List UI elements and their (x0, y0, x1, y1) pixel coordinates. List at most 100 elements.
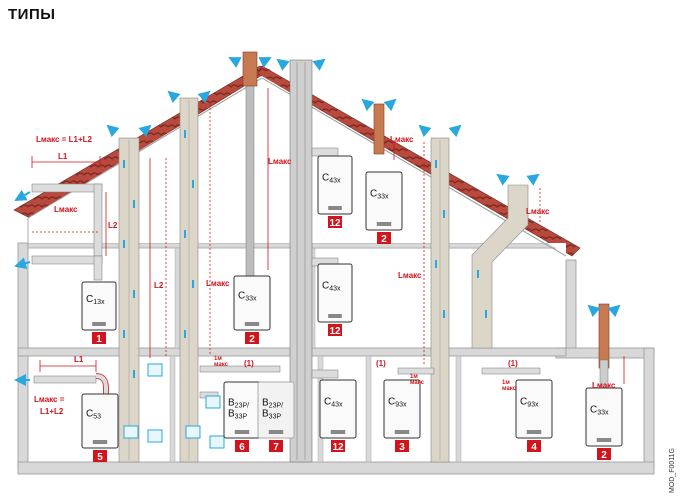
boiler-control-panel (92, 440, 108, 444)
label-one-a: (1) (244, 359, 254, 368)
boiler-b33x_ext: C33x 2 (585, 387, 623, 461)
boiler-b53: C53 5 (81, 393, 119, 463)
boiler-b33x_top: C33x 2 (365, 171, 403, 245)
boiler-type-label: C33x (370, 188, 389, 200)
label-max-b: макс (410, 380, 425, 386)
label-lmax-eq: Lмакс = (34, 395, 65, 404)
label-one-c: (1) (508, 359, 518, 368)
boiler-control-panel (268, 430, 284, 434)
label-lmax-33x: Lмакс (390, 135, 414, 144)
boiler-control-panel (394, 430, 410, 434)
boiler-number: 4 (531, 442, 537, 453)
boiler-number-badge (597, 448, 611, 460)
boiler-control-panel (234, 430, 250, 434)
boiler-number: 2 (381, 234, 387, 245)
boiler-body (365, 171, 403, 231)
boiler-number: 3 (399, 442, 405, 453)
boiler-body (515, 379, 553, 439)
label-l1-top: L1 (58, 152, 68, 161)
boiler-body (319, 379, 357, 439)
boilers: C13x1C33x2C43x12C33x2C43x12C535B23P/B33P… (81, 155, 623, 463)
boiler-control-panel (596, 438, 612, 442)
label-lmax-center: Lмакс (268, 157, 292, 166)
boiler-control-panel (328, 314, 342, 318)
boiler-body (317, 263, 353, 323)
boiler-b23p_ghost: B23P/B33P 7 (257, 381, 295, 453)
boiler-number-badge (93, 450, 107, 462)
page-title: ТИПЫ (8, 6, 56, 23)
boiler-type-label: C33x (238, 291, 257, 303)
label-1m-a: 1м (214, 356, 222, 362)
boiler-number-badge (328, 216, 342, 228)
boiler-body (317, 155, 353, 215)
label-max-a: макс (214, 362, 229, 368)
boiler-number-badge (269, 440, 283, 452)
label-l1l2: L1+L2 (40, 407, 64, 416)
boiler-b43x_top: C43x 12 (317, 155, 353, 229)
boiler-control-panel (244, 322, 260, 326)
boiler-number-badge (331, 440, 345, 452)
boiler-number-badge (92, 332, 106, 344)
boiler-number: 12 (329, 218, 341, 229)
boiler-type-label: C33x (590, 404, 609, 416)
boiler-control-panel (328, 206, 342, 210)
label-1m-c: 1м (502, 380, 510, 386)
airflow-arrows (14, 57, 621, 386)
boiler-number-badge (395, 440, 409, 452)
boiler-type-label: C53 (86, 409, 101, 421)
boiler-type-label: C13x (86, 294, 105, 306)
label-lmax-b: Lмакс (206, 279, 230, 288)
label-one-b: (1) (376, 359, 386, 368)
boiler-control-panel (526, 430, 542, 434)
boiler-type-label: C93x (388, 396, 407, 408)
boiler-number-badge (527, 440, 541, 452)
boiler-type-label: B23P/ (228, 398, 249, 410)
boiler-type-label: C43x (324, 396, 343, 408)
boiler-number: 2 (601, 450, 607, 461)
boiler-number-badge (245, 332, 259, 344)
boiler-type-label: B23P/ (262, 398, 283, 410)
label-max-c: макс (502, 386, 517, 392)
boiler-b93x_a: C93x 3 (383, 379, 421, 453)
boiler-number: 6 (239, 442, 245, 453)
label-l1-low: L1 (74, 355, 84, 364)
boiler-number: 7 (273, 442, 279, 453)
boiler-number-badge (377, 232, 391, 244)
boiler-number-badge (328, 324, 342, 336)
boiler-control-panel (330, 430, 346, 434)
boiler-b43x_mid: C43x 12 (317, 263, 353, 337)
label-lmax-e: Lмакс (526, 207, 550, 216)
boiler-number: 5 (97, 452, 103, 463)
flue-pipes (31, 51, 610, 399)
boiler-body (81, 281, 117, 331)
label-lmax-left: Lмакс (54, 205, 78, 214)
label-l2-mid: L2 (154, 281, 164, 290)
flue-ducts (118, 59, 529, 463)
boiler-number: 1 (96, 334, 102, 345)
boiler-b13x: C13x 1 (81, 281, 117, 345)
boiler-body (383, 379, 421, 439)
label-1m-b: 1м (410, 374, 418, 380)
boiler-body (233, 275, 271, 331)
boiler-control-panel (376, 222, 392, 226)
label-lmax-formula: Lмакс = L1+L2 (36, 135, 93, 144)
label-lmax-ext: Lмакс (592, 381, 616, 390)
boiler-number: 2 (249, 334, 255, 345)
boiler-type-label-2: B33P (228, 409, 247, 421)
boiler-body (81, 393, 119, 449)
dimension-lines (31, 88, 625, 384)
boiler-type-label: C43x (322, 280, 341, 292)
boiler-b33x_mid: C33x 2 (233, 275, 271, 345)
air-intake-vents (123, 363, 225, 449)
boiler-type-label-2: B33P (262, 409, 281, 421)
boiler-control-panel (92, 322, 106, 326)
boiler-number-badge (235, 440, 249, 452)
label-l2-left: L2 (108, 221, 118, 230)
boiler-number: 12 (329, 326, 341, 337)
label-lmax-d: Lмакс (398, 271, 422, 280)
dimension-labels: Lмакс = L1+L2 L1 Lмакс L2 L2 Lмакс Lмакс… (34, 135, 616, 416)
boiler-type-label: C43x (322, 172, 341, 184)
